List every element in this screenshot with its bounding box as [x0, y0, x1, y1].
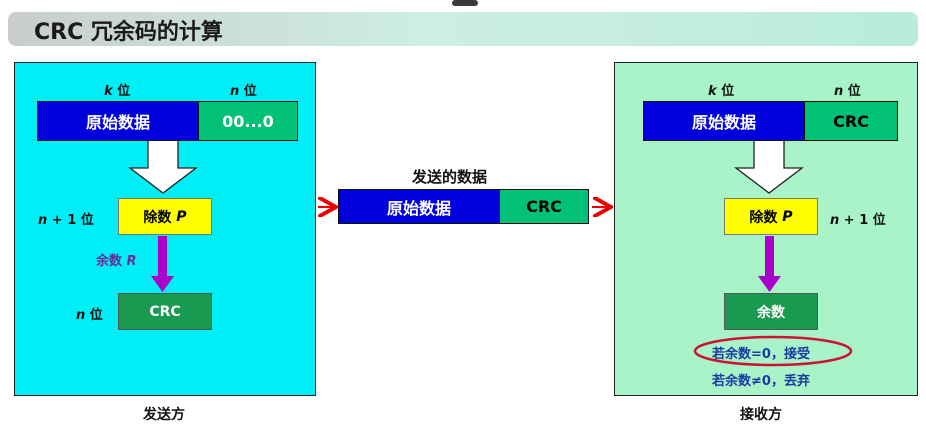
accept-highlight-ring [693, 335, 853, 367]
receiver-original-data: 原始数据 [644, 102, 804, 140]
transmitted-data-caption: 发送的数据 [412, 168, 488, 186]
receiver-caption: 接收方 [740, 407, 782, 423]
sender-n-label: n 位 [230, 84, 257, 99]
receiver-remainder-box: 余数 [724, 293, 818, 330]
receiver-n-label: n 位 [834, 84, 861, 99]
receiver-crc: CRC [804, 102, 897, 140]
title-bar [8, 12, 918, 46]
transmitted-crc: CRC [499, 190, 588, 223]
sender-k-label: k 位 [104, 84, 131, 99]
receiver-divisor-box: 除数 P [724, 198, 818, 235]
sender-zero-padding: 00...0 [198, 102, 297, 140]
accept-rule-text: 若余数=0，接受 [712, 347, 810, 362]
transmitted-original-data: 原始数据 [339, 190, 499, 223]
sender-divisor-box: 除数 P [118, 198, 212, 235]
sender-down-arrow [128, 139, 198, 194]
sender-remainder-label: 余数 R [96, 254, 137, 269]
sender-original-data: 原始数据 [38, 102, 198, 140]
receiver-purple-head [758, 276, 781, 292]
receiver-data-frame: 原始数据 CRC [643, 101, 898, 141]
slide-top-marker [452, 0, 478, 6]
sender-purple-shaft [158, 236, 167, 276]
sender-caption: 发送方 [143, 407, 185, 423]
sender-data-frame: 原始数据 00...0 [37, 101, 298, 141]
receiver-divisor-width-label: n + 1 位 [830, 213, 886, 228]
receiver-k-label: k 位 [708, 84, 735, 99]
receiver-purple-shaft [765, 236, 774, 276]
transmitted-data-frame: 原始数据 CRC [338, 189, 589, 224]
discard-rule-text: 若余数≠0，丢弃 [712, 374, 810, 389]
receiver-down-arrow [734, 139, 804, 194]
sender-purple-head [151, 276, 174, 292]
sender-divisor-width-label: n + 1 位 [38, 213, 94, 228]
sender-crc-box: CRC [118, 293, 212, 330]
sender-crc-width-label: n 位 [76, 308, 103, 323]
slide-title: CRC 冗余码的计算 [34, 20, 223, 45]
